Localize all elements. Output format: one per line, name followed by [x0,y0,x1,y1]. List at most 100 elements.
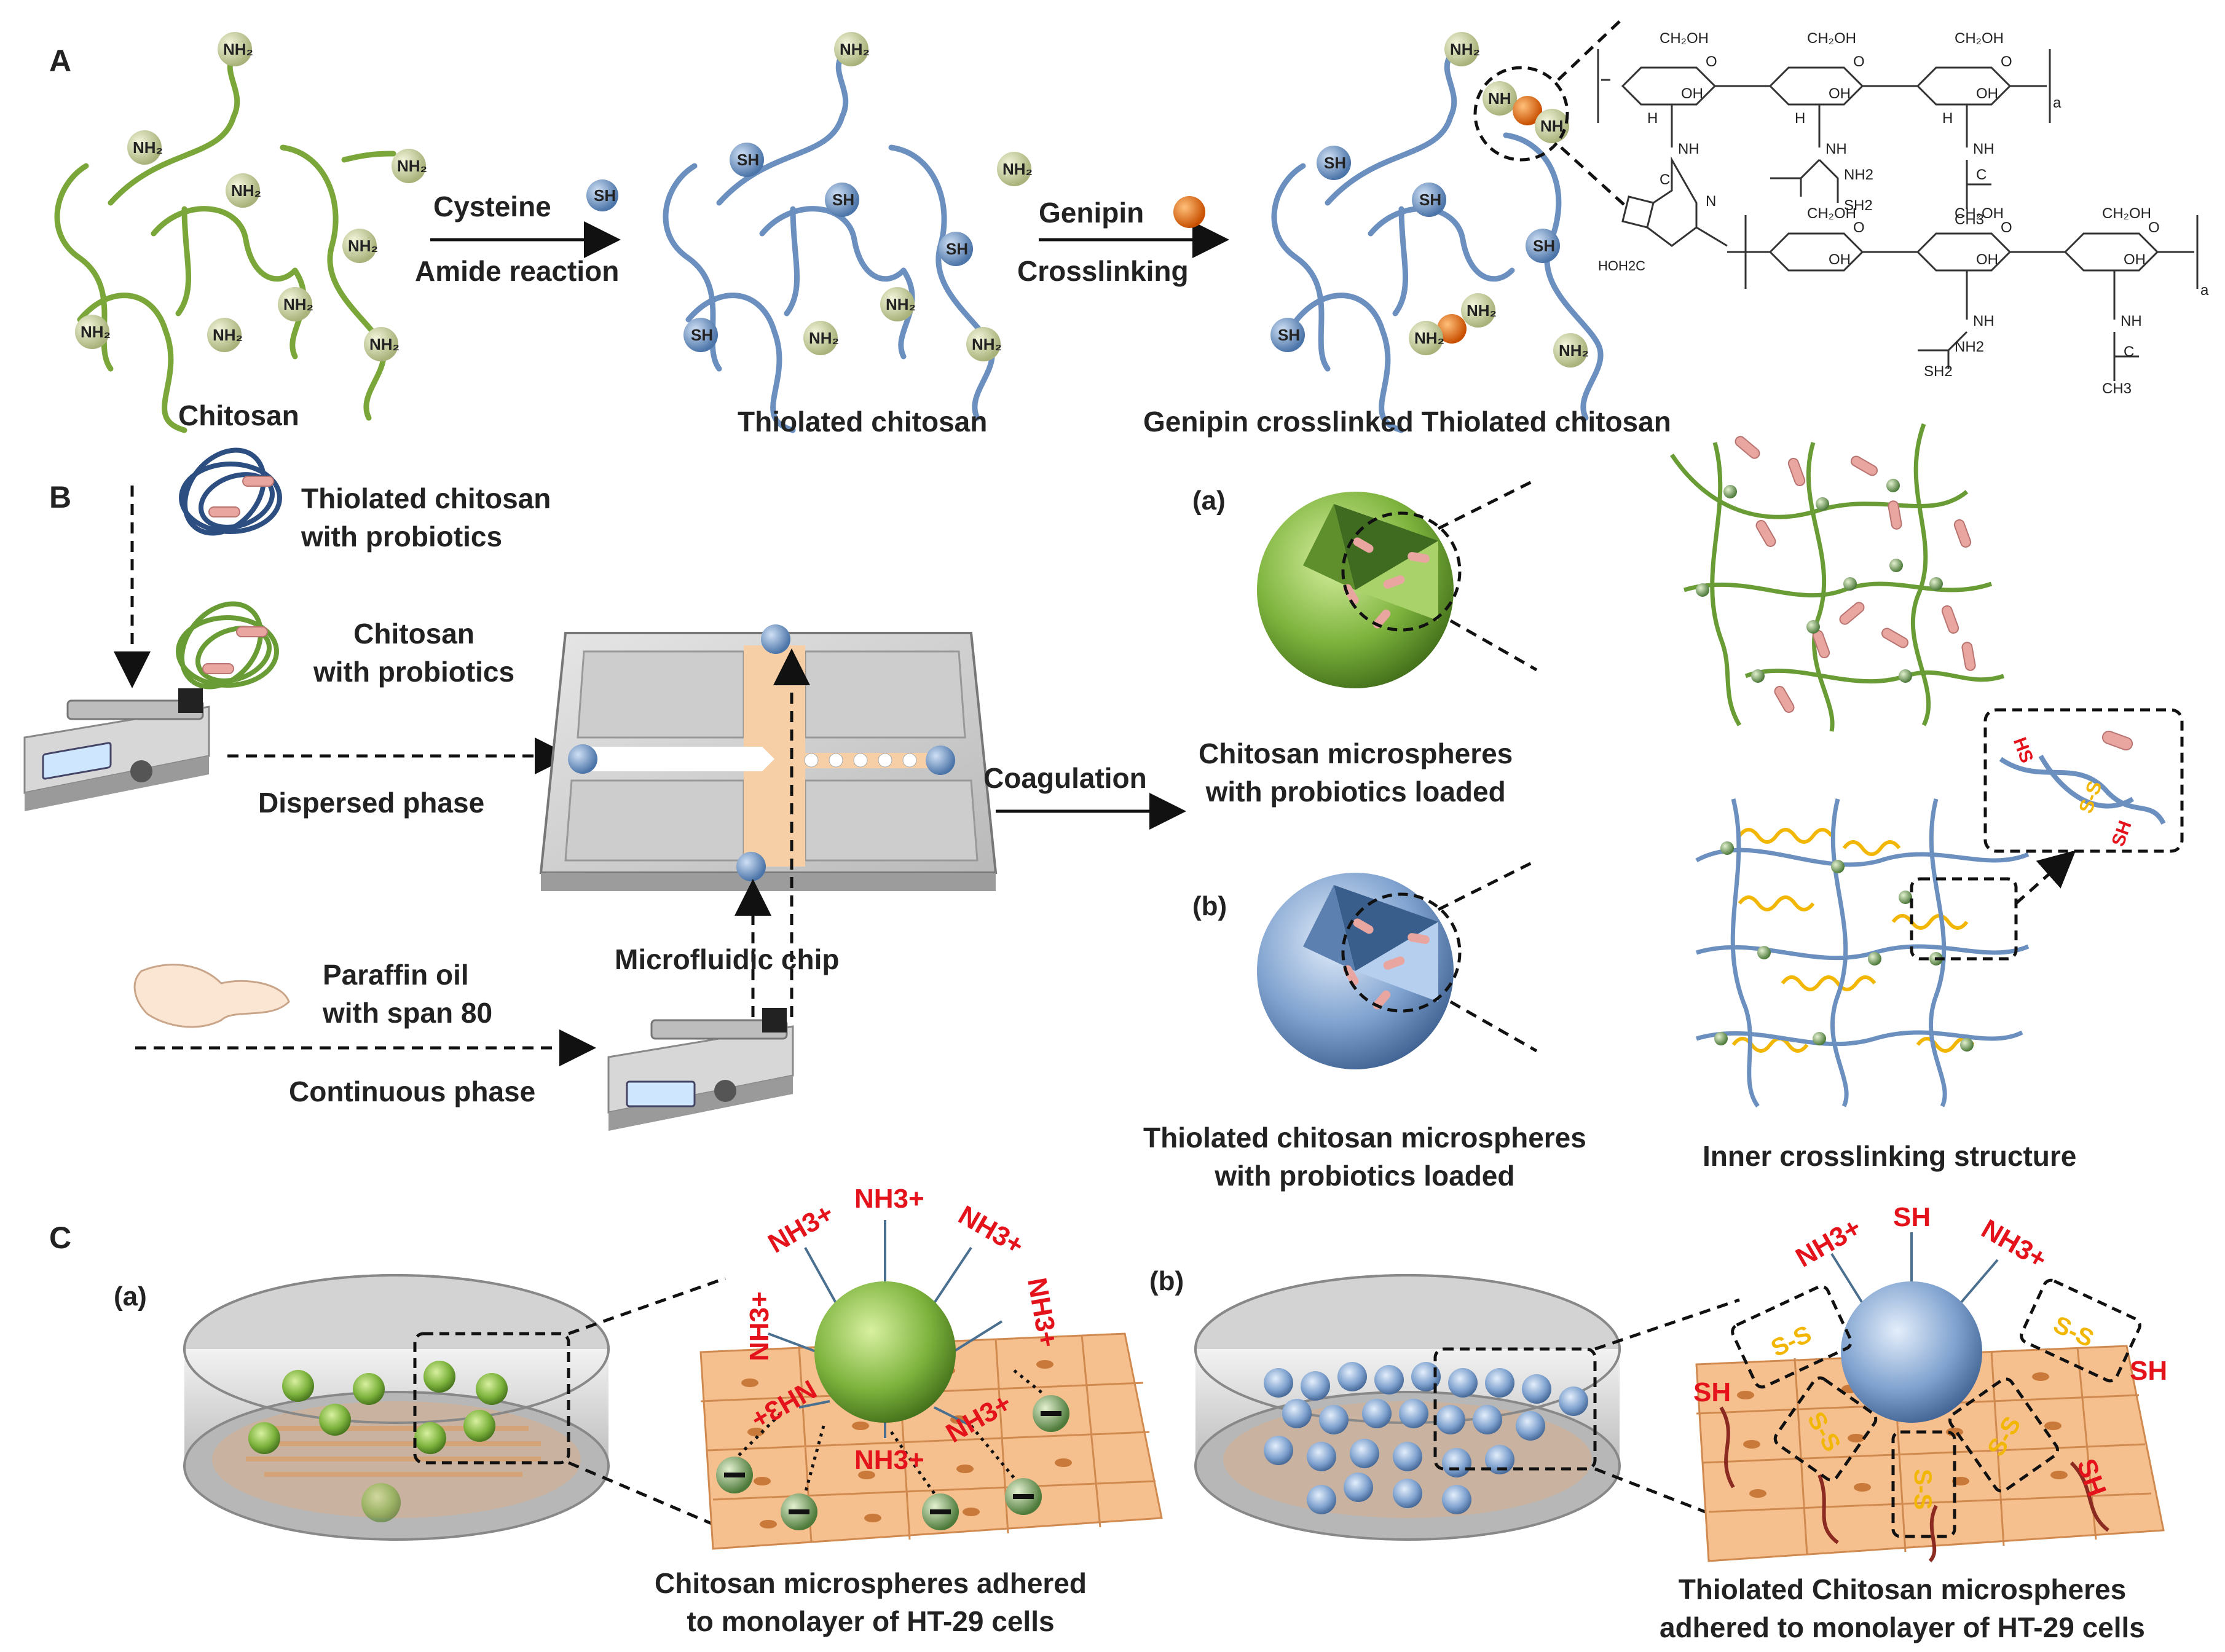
svg-text:NH3+: NH3+ [953,1200,1029,1261]
inner-structure-label: Inner crosslinking structure [1703,1140,2077,1172]
svg-text:OH: OH [2124,251,2146,268]
zoom-circle [1473,66,1569,162]
chitosan-coil-icon [176,601,279,690]
sub-label-ba: (a) [1192,486,1226,516]
svg-text:NH₂: NH₂ [1002,160,1033,178]
genipin-label: Genipin [1039,197,1144,229]
svg-text:NH₂: NH₂ [223,40,253,58]
section-a: NH₂ NH₂ NH₂ NH₂ NH₂ NH₂ NH₂ NH₂ NH₂ SH N… [54,17,2209,433]
genipin-crosslinked-label: Genipin crosslinked Thiolated chitosan [1143,406,1671,438]
microfluidic-chip [539,624,998,891]
paraffin-label: Paraffin oil with span 80 [323,959,493,1029]
chitosan-microsphere [1257,478,1538,688]
negative-charges [716,1395,1069,1530]
svg-text:NH₂: NH₂ [231,181,261,200]
cell-monolayer-a [699,1332,1163,1550]
svg-text:NH3+: NH3+ [1790,1212,1866,1273]
svg-text:NH₂: NH₂ [348,237,378,255]
svg-text:C: C [1660,171,1670,188]
svg-text:NH3+: NH3+ [854,1184,924,1214]
petri-dish-a [183,1274,726,1541]
svg-text:NH₂: NH₂ [886,295,916,313]
svg-text:NH₂: NH₂ [397,157,427,175]
genipin-bead [1173,196,1205,228]
chitosan-nh2-beads: NH₂ NH₂ NH₂ NH₂ NH₂ NH₂ NH₂ NH₂ NH₂ [75,32,427,361]
svg-text:NH₂: NH₂ [1414,329,1444,347]
svg-text:NH: NH [1488,89,1511,108]
svg-text:CH3: CH3 [1955,211,1984,228]
svg-text:O: O [1853,219,1865,236]
svg-text:CH₂OH: CH₂OH [1660,30,1709,47]
svg-text:SH: SH [1278,326,1300,344]
svg-text:OH: OH [1829,251,1851,268]
svg-text:NH₂: NH₂ [1467,301,1497,320]
microfluidic-chip-label: Microfluidic chip [615,943,840,975]
svg-text:CH₂OH: CH₂OH [2102,205,2151,222]
svg-text:SH: SH [691,326,713,344]
svg-text:NH₂: NH₂ [972,335,1002,353]
svg-text:O: O [2001,219,2012,236]
section-c: NH3+ NH3+ NH3+ NH3+ NH3+ NH3+ NH3+ NH3+ [183,1184,2167,1563]
thiolated-microspheres-label: Thiolated chitosan microspheres with pro… [1143,1122,1586,1192]
chitosan-microspheres-label: Chitosan microspheres with probiotics lo… [1199,738,1513,808]
thiolated-chitosan-label: Thiolated chitosan [738,406,988,438]
section-b: HS S-S SH [23,423,2184,1131]
svg-text:SH: SH [2130,1356,2167,1386]
panel-label-b: B [49,480,72,514]
svg-text:NH: NH [1973,141,1995,157]
molecular-structure [1597,49,2199,381]
thiolated-coil-icon [179,447,282,536]
svg-text:N: N [1706,193,1716,210]
svg-text:OH: OH [1976,251,1998,268]
caption-c-b: Thiolated Chitosan microspheres adhered … [1660,1573,2145,1643]
caption-c-a: Chitosan microspheres adhered to monolay… [655,1567,1087,1637]
svg-text:H: H [1647,110,1658,127]
svg-text:S-S: S-S [1909,1469,1936,1510]
svg-text:SH: SH [1324,154,1346,172]
svg-text:NH₂: NH₂ [133,138,163,157]
svg-text:OH: OH [1976,85,1998,102]
svg-text:CH3: CH3 [2102,380,2132,397]
svg-text:OH: OH [1681,85,1703,102]
svg-text:NH2: NH2 [1955,339,1984,355]
svg-text:NH: NH [1678,141,1699,157]
sub-label-bb: (b) [1192,891,1227,921]
zoom-line-bottom [1560,146,1630,210]
svg-text:NH₂: NH₂ [1559,341,1589,360]
svg-text:NH3+: NH3+ [1976,1214,2052,1275]
svg-text:a: a [2200,282,2209,299]
svg-text:SH2: SH2 [1924,363,1953,380]
svg-text:NH3+: NH3+ [744,1291,774,1361]
crosslinked-chains [1271,52,1604,433]
chitosan-label: Chitosan [178,399,299,431]
svg-text:CH₂OH: CH₂OH [1955,30,2004,47]
svg-text:NH₂: NH₂ [283,295,313,313]
thiolated-probiotics-label: Thiolated chitosan with probiotics [301,482,551,553]
petri-dish-b [1194,1274,1740,1541]
sub-label-ca: (a) [114,1281,147,1312]
svg-text:NH3+: NH3+ [854,1445,924,1475]
svg-text:SH: SH [1419,191,1441,209]
chitosan-network [1670,423,2005,732]
svg-text:NH: NH [1973,313,1995,329]
crosslinking-label: Crosslinking [1017,255,1189,287]
svg-text:a: a [2053,95,2062,111]
svg-text:C: C [2124,344,2134,360]
thiolated-microsphere [1257,859,1538,1069]
svg-text:C: C [1976,167,1987,183]
cell-monolayer-b [1695,1345,2165,1563]
svg-text:CH₂OH: CH₂OH [1955,205,2004,222]
svg-text:NH₂: NH₂ [840,40,870,58]
svg-text:SH: SH [1893,1202,1931,1232]
amide-reaction-label: Amide reaction [415,255,620,287]
svg-text:HOH2C: HOH2C [1598,258,1645,273]
svg-text:O: O [1853,53,1865,70]
svg-text:O: O [2001,53,2012,70]
chitosan-probiotics-label: Chitosan with probiotics [313,618,515,688]
svg-text:S-S: S-S [1767,1320,1816,1362]
svg-text:CH₂OH: CH₂OH [1807,30,1856,47]
svg-text:O: O [2148,219,2160,236]
svg-text:O: O [1706,53,1717,70]
zoom-line-top [1557,17,1624,81]
